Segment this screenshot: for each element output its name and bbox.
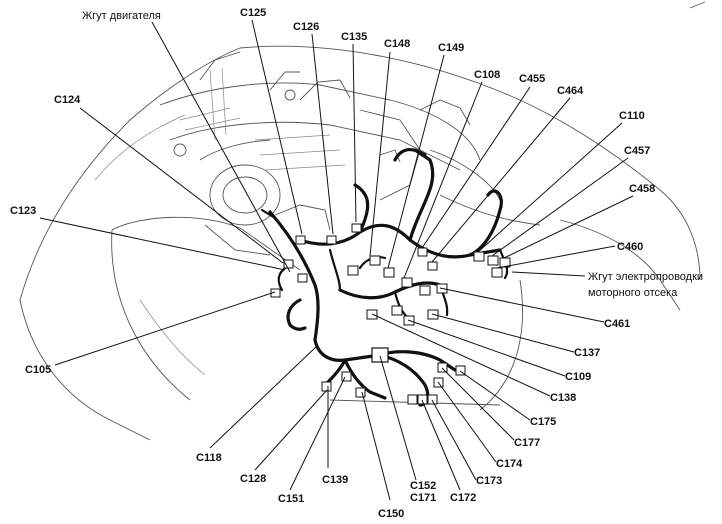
label-c175: C175 xyxy=(530,416,556,428)
label-c464: C464 xyxy=(557,85,584,97)
label-c124: C124 xyxy=(54,94,81,106)
vehicle-outline xyxy=(19,1,706,441)
label-c138: C138 xyxy=(550,392,576,404)
label-c171: C171 xyxy=(410,492,436,504)
label-c139: C139 xyxy=(322,474,348,486)
label-c125: C125 xyxy=(240,7,266,19)
label-c135: C135 xyxy=(341,31,367,43)
label-c109: C109 xyxy=(565,371,591,383)
engine-harness-routing xyxy=(260,147,509,407)
label-c461: C461 xyxy=(604,318,630,330)
leader-lines xyxy=(39,19,634,501)
label-engine-bay-harness-1: Жгут электропроводки xyxy=(588,271,703,283)
label-c149: C149 xyxy=(438,42,464,54)
label-c457: C457 xyxy=(624,145,650,157)
connectors xyxy=(270,223,511,405)
label-c105: C105 xyxy=(25,364,51,376)
label-c173: C173 xyxy=(476,475,502,487)
label-c108: C108 xyxy=(474,69,500,81)
label-engine-harness: Жгут двигателя xyxy=(82,10,161,22)
label-c128: C128 xyxy=(240,473,266,485)
label-c172: C172 xyxy=(450,492,476,504)
label-c150: C150 xyxy=(378,508,404,520)
label-c137: C137 xyxy=(574,347,600,359)
labels: Жгут двигателя C125 C126 C135 C148 C149 … xyxy=(10,7,703,520)
label-c177: C177 xyxy=(514,437,540,449)
label-c174: C174 xyxy=(496,458,523,470)
label-c126: C126 xyxy=(293,21,319,33)
label-c455: C455 xyxy=(519,73,545,85)
label-c118: C118 xyxy=(196,452,222,464)
label-c148: C148 xyxy=(384,38,410,50)
label-c110: C110 xyxy=(619,110,645,122)
label-c460: C460 xyxy=(617,241,643,253)
label-engine-bay-harness-2: моторного отсека xyxy=(588,287,678,299)
label-c123: C123 xyxy=(10,205,36,217)
label-c151: C151 xyxy=(278,493,304,505)
engine-block xyxy=(159,67,541,256)
label-c152: C152 xyxy=(410,480,436,492)
label-c458: C458 xyxy=(629,183,655,195)
